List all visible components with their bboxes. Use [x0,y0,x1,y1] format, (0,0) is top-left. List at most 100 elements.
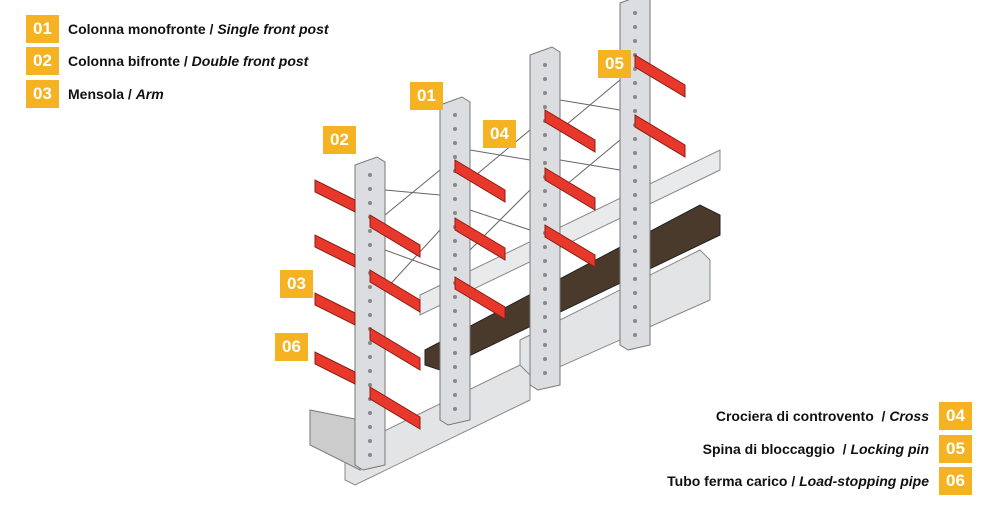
post-hole [633,277,637,281]
cross-brace [559,159,621,171]
post-hole [368,243,372,247]
post-hole [633,109,637,113]
post-hole [453,141,457,145]
post-hole [633,235,637,239]
post-hole [453,113,457,117]
post-hole [453,253,457,257]
post-hole [633,25,637,29]
post-hole [453,393,457,397]
post-hole [368,383,372,387]
callout-05: 05 [598,50,631,78]
post-hole [633,151,637,155]
legend-item-02: 02 Colonna bifronte / Double front post [26,47,308,75]
legend-text: Colonna bifronte / Double front post [68,53,309,69]
post-hole [453,337,457,341]
post-hole [543,203,547,207]
arm [634,54,686,98]
post-hole [453,323,457,327]
arm [314,234,356,268]
legend-item-04: Crociera di controvento / Cross 04 [716,402,972,430]
post-hole [543,343,547,347]
post-hole [633,263,637,267]
legend-text: Colonna monofronte / Single front post [68,21,329,37]
post-hole [633,333,637,337]
arm [454,276,506,320]
post-hole [368,369,372,373]
post-hole [368,229,372,233]
callout-01: 01 [410,82,443,110]
cross-brace [384,249,441,271]
post-hole [633,137,637,141]
arm [314,179,356,213]
callout-03: 03 [280,270,313,298]
post-hole [633,81,637,85]
post-hole [543,301,547,305]
post-hole [543,91,547,95]
arm [369,214,421,258]
callout-04: 04 [483,120,516,148]
badge-04: 04 [939,402,972,430]
post-hole [633,291,637,295]
post-hole [453,183,457,187]
post-hole [453,155,457,159]
post-hole [368,173,372,177]
post-hole [633,249,637,253]
post-hole [453,239,457,243]
post-hole [453,379,457,383]
legend-text: Crociera di controvento / Cross [715,408,929,424]
arm [314,351,356,385]
arm [314,292,356,326]
post-hole [543,315,547,319]
arm [369,386,421,430]
arm [369,269,421,313]
post-hole [543,287,547,291]
post-hole [543,147,547,151]
post-hole [543,371,547,375]
legend-item-05: Spina di bloccaggio / Locking pin 05 [703,435,972,463]
post-hole [368,313,372,317]
arm [454,159,506,203]
legend-text: Tubo ferma carico / Load-stopping pipe [667,473,929,489]
post-hole [368,257,372,261]
post-hole [368,187,372,191]
badge-02: 02 [26,47,59,75]
post-hole [453,197,457,201]
arm [454,217,506,261]
cross-brace [384,189,441,196]
post-hole [453,407,457,411]
post-hole [543,329,547,333]
post-hole [543,273,547,277]
callout-06: 06 [275,333,308,361]
callout-02: 02 [323,126,356,154]
post-hole [368,341,372,345]
legend-item-06: Tubo ferma carico / Load-stopping pipe 0… [667,467,972,495]
post-hole [453,211,457,215]
post-hole [368,411,372,415]
post-hole [633,165,637,169]
post-hole [633,11,637,15]
pipe-bundle [344,364,531,486]
post-hole [543,259,547,263]
post-hole [543,357,547,361]
post-hole [543,133,547,137]
arm [369,327,421,371]
arm [544,167,596,211]
post-hole [453,365,457,369]
post-hole [633,39,637,43]
arm [634,114,686,158]
badge-05: 05 [939,435,972,463]
post-hole [543,105,547,109]
cross-brace [469,149,531,161]
badge-06: 06 [939,467,972,495]
post-hole [633,319,637,323]
post-hole [543,217,547,221]
post-hole [633,305,637,309]
post-hole [453,351,457,355]
post-hole [543,77,547,81]
base-foot [309,409,361,471]
post-hole [543,189,547,193]
legend-item-01: 01 Colonna monofronte / Single front pos… [26,15,329,43]
cross-brace [559,99,621,111]
post-hole [633,95,637,99]
